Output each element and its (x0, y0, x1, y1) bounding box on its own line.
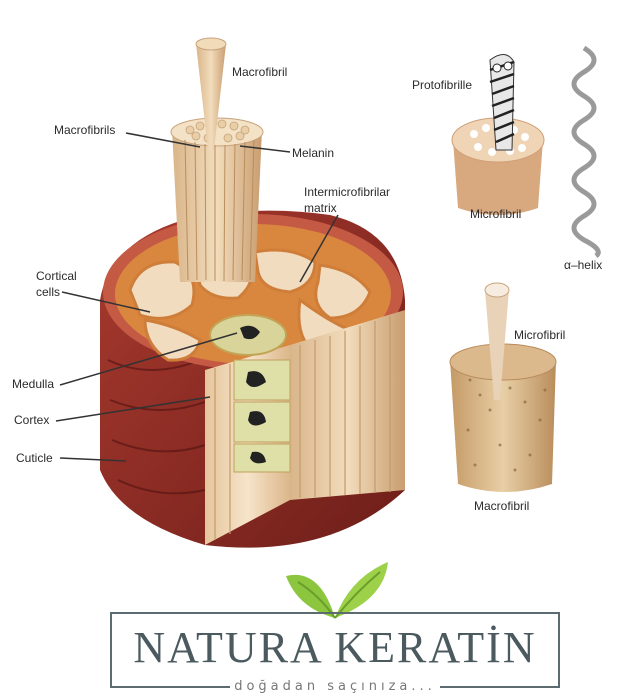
microfibril-block-upper (451, 54, 545, 215)
label-protofibrille: Protofibrille (412, 78, 472, 92)
protofibrille (489, 54, 515, 151)
label-cortical: Cortical (36, 269, 77, 283)
label-intermicrofibrilar: Intermicrofibrilar (304, 185, 390, 199)
label-matrix: matrix (304, 201, 337, 215)
brand-logo: NATURA KERATİN doğadan saçınıza... (110, 612, 562, 696)
label-medulla: Medulla (12, 377, 54, 391)
label-cortex: Cortex (14, 413, 49, 427)
label-microfibril-lower: Microfibril (514, 328, 565, 342)
brand-tagline: doğadan saçınıza... (230, 678, 440, 696)
cortical-cells (128, 248, 372, 362)
label-macrofibril-top: Macrofibril (232, 65, 287, 79)
alpha-helix (571, 45, 601, 258)
label-cells: cells (36, 285, 60, 299)
leader-lines (55, 132, 339, 462)
brand-name: NATURA KERATİN (133, 623, 537, 672)
label-microfibril-upper: Microfibril (470, 207, 521, 221)
medulla (209, 314, 291, 473)
label-melanin: Melanin (292, 146, 334, 160)
label-macrofibrils: Macrofibrils (54, 123, 115, 137)
leaf-icon (286, 562, 388, 619)
macrofibril-block-lower (449, 282, 557, 492)
label-cuticle: Cuticle (16, 451, 53, 465)
label-macrofibril-bottom: Macrofibril (474, 499, 529, 513)
macrofibril-bundle (170, 37, 264, 282)
label-alpha-helix: α–helix (564, 258, 602, 272)
